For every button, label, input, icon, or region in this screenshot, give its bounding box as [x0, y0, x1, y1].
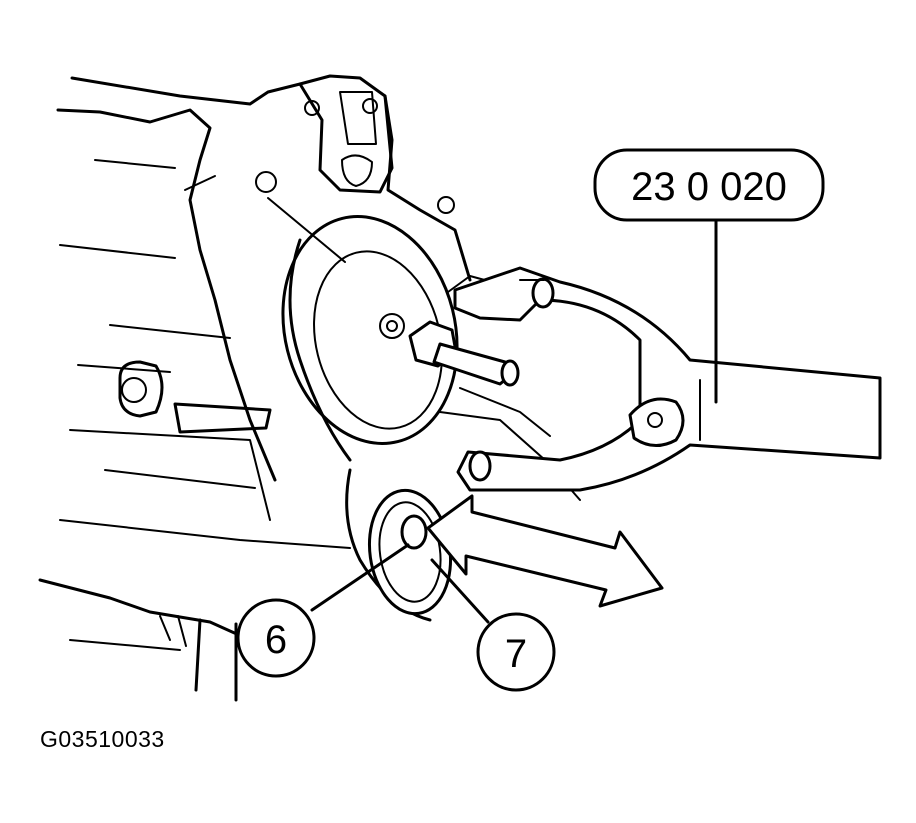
- tool-label-callout: 23 0 020: [593, 148, 825, 404]
- double-arrow: [426, 494, 664, 608]
- callout-7-leader: [430, 558, 490, 624]
- spanner-tool: [453, 266, 882, 492]
- seal-ring: [367, 488, 453, 616]
- callout-6-circle: [236, 598, 316, 678]
- figure-code: G03510033: [40, 726, 165, 752]
- tool-label-text: 23 0 020: [631, 165, 787, 209]
- callout-6-number: 6: [265, 618, 287, 662]
- transmission-housing: [38, 74, 472, 702]
- callout-7-number: 7: [505, 632, 527, 676]
- callout-7-circle: [476, 612, 556, 692]
- tool-label-box: [593, 148, 825, 222]
- output-flange: [281, 215, 581, 622]
- callout-6-leader: [310, 543, 410, 612]
- callout-7: 7: [430, 558, 556, 692]
- callout-6: 6: [236, 543, 410, 678]
